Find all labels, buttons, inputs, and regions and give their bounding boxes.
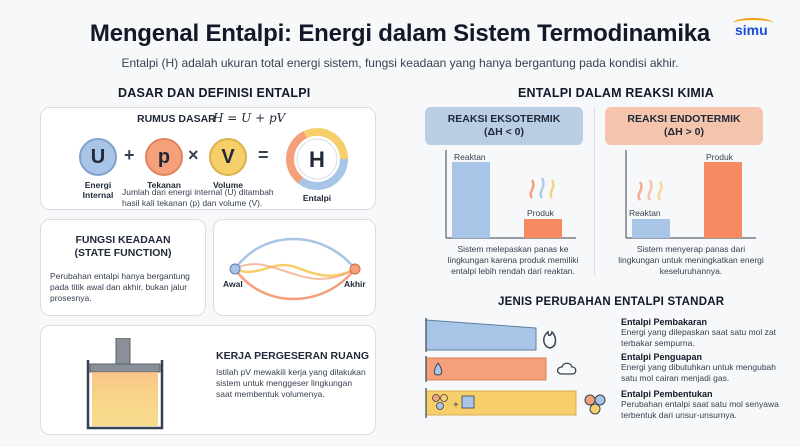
formula-description: Jumlah dari energi internal (U) ditambah… (122, 187, 274, 208)
work-description: Istilah pV mewakili kerja yang dilakukan… (216, 367, 366, 399)
endo-description: Sistem menyerap panas dari lingkungan un… (618, 244, 764, 276)
logo-arc (733, 18, 773, 28)
right-section-title: ENTALPI DALAM REAKSI KIMIA (518, 86, 714, 100)
svg-text:+: + (453, 400, 459, 411)
exo-header: REAKSI EKSOTERMIK (ΔH < 0) (425, 107, 583, 145)
label-entalpi: Entalpi (302, 193, 332, 203)
state-function-description: Perubahan entalpi hanya bergantung pada … (50, 271, 190, 303)
reaction-divider (594, 107, 595, 275)
formula-equation: H = U + pV (213, 111, 286, 125)
page-subtitle: Entalpi (H) adalah ukuran total energi s… (121, 56, 679, 70)
endo-energy-chart (625, 150, 756, 239)
logo: simu (735, 22, 768, 38)
standard-item-combustion: Entalpi Pembakaran Energi yang dilepaska… (621, 317, 776, 348)
standard-item-vaporization: Entalpi Penguapan Energi yang dibutuhkan… (621, 352, 777, 383)
left-section-title: DASAR DAN DEFINISI ENTALPI (118, 86, 311, 100)
enthalpy-ring-icon: H (286, 128, 348, 190)
page-title: Mengenal Entalpi: Energi dalam Sistem Te… (89, 20, 711, 47)
exo-energy-chart (445, 150, 576, 239)
label-energi-internal: Energi Internal (82, 180, 114, 200)
equals-op: = (258, 145, 269, 165)
circle-p: p (145, 138, 183, 176)
exo-description: Sistem melepaskan panas ke lingkungan ka… (447, 244, 579, 276)
standard-item-formation: Entalpi Pembentukan Perubahan entalpi sa… (621, 389, 779, 420)
endo-product-label: Produk (706, 152, 733, 162)
plus-op: + (124, 145, 135, 165)
endo-reactant-label: Reaktan (629, 208, 661, 218)
label-akhir: Akhir (344, 279, 366, 289)
exo-product-label: Produk (527, 208, 554, 218)
state-function-title: FUNGSI KEADAAN (STATE FUNCTION) (74, 234, 172, 259)
path-diagram (229, 237, 361, 301)
label-volume: Volume (212, 180, 244, 190)
circle-u: U (79, 138, 117, 176)
endo-header: REAKSI ENDOTERMIK (ΔH > 0) (605, 107, 763, 145)
work-title: KERJA PERGESERAN RUANG (216, 350, 370, 362)
exo-reactant-label: Reaktan (454, 152, 486, 162)
piston-cylinder-icon (86, 338, 164, 430)
label-tekanan: Tekanan (147, 180, 181, 190)
label-awal: Awal (223, 279, 243, 289)
standard-section-title: JENIS PERUBAHAN ENTALPI STANDAR (498, 296, 725, 308)
enthalpy-symbol: H (309, 147, 325, 172)
formula-heading: RUMUS DASAR (137, 113, 216, 125)
state-function-card (40, 219, 206, 316)
standard-enthalpy-bars: + (425, 318, 606, 418)
times-op: × (188, 145, 199, 165)
circle-v: V (209, 138, 247, 176)
